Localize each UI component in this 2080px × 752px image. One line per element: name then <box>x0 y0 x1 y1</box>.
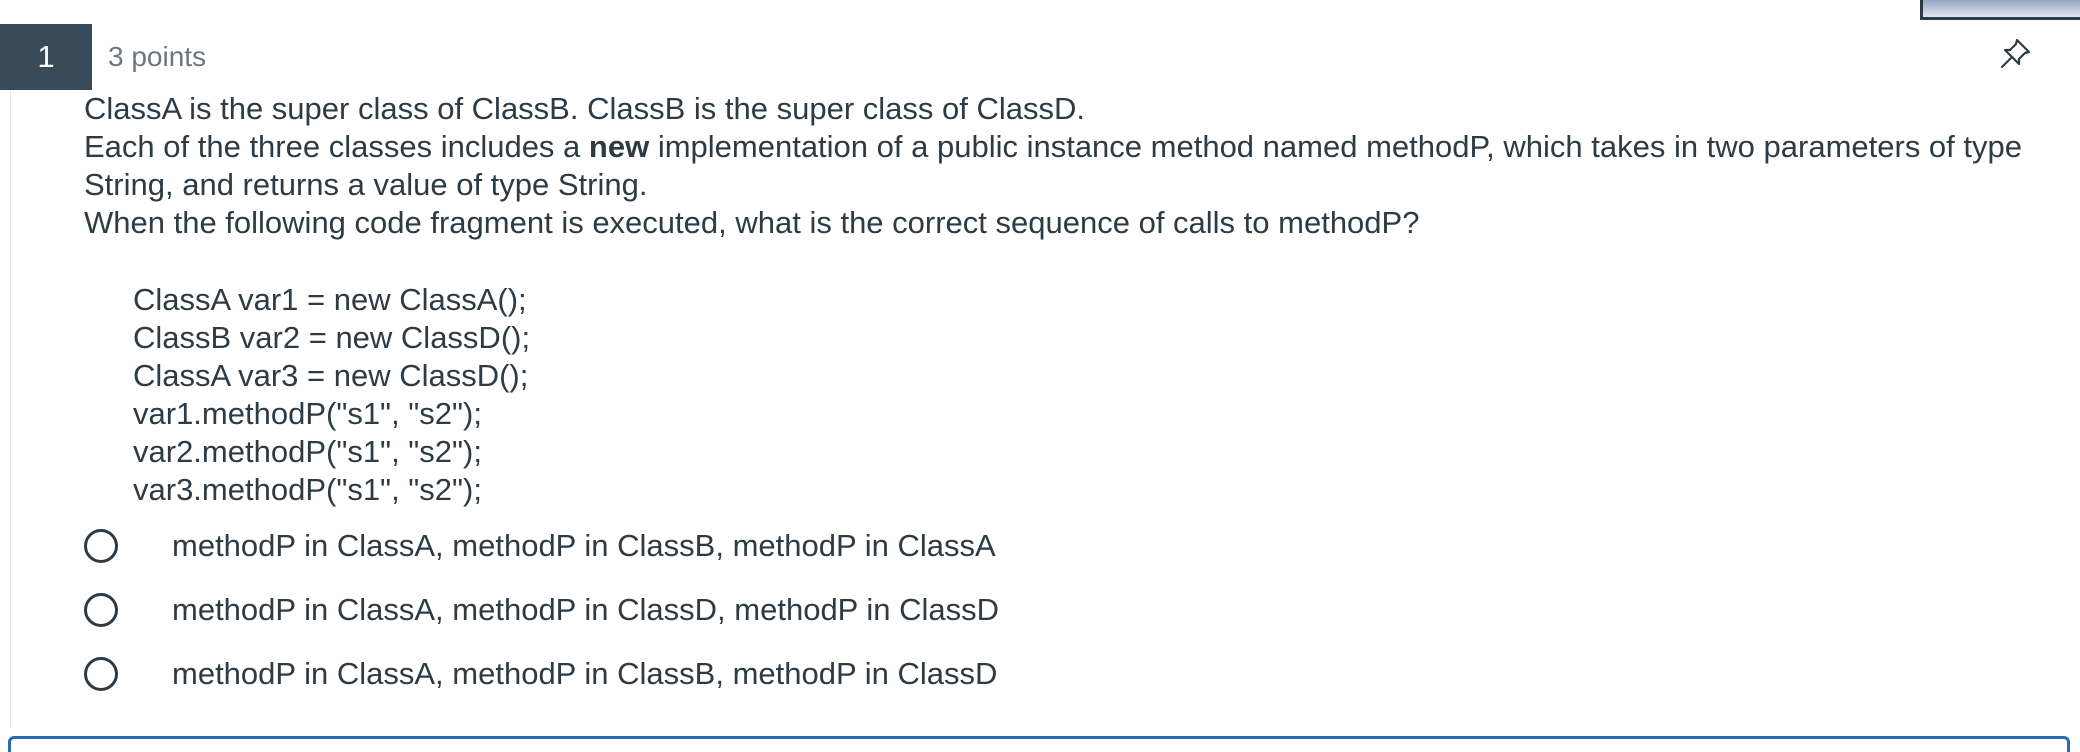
answer-label[interactable]: methodP in ClassA, methodP in ClassB, me… <box>172 528 996 563</box>
question-number-badge: 1 <box>0 24 92 90</box>
radio-button[interactable] <box>84 593 118 627</box>
code-fragment: ClassA var1 = new ClassA(); ClassB var2 … <box>133 281 530 509</box>
answer-option-2[interactable]: methodP in ClassA, methodP in ClassD, me… <box>84 578 1984 642</box>
next-question-card <box>8 736 2070 752</box>
answer-label[interactable]: methodP in ClassA, methodP in ClassD, me… <box>172 592 1000 627</box>
code-line: ClassA var3 = new ClassD(); <box>133 358 529 393</box>
pin-icon-svg <box>2000 38 2031 69</box>
code-line: ClassB var2 = new ClassD(); <box>133 320 531 355</box>
code-line: ClassA var1 = new ClassA(); <box>133 282 527 317</box>
question-line-2-start: Each of the three classes includes a <box>84 129 589 164</box>
code-line: var2.methodP("s1", "s2"); <box>133 434 482 469</box>
question-line-3: When the following code fragment is exec… <box>84 205 1420 240</box>
radio-button[interactable] <box>84 529 118 563</box>
question-points: 3 points <box>108 41 207 72</box>
question-bold-word: new <box>588 129 650 164</box>
answer-label[interactable]: methodP in ClassA, methodP in ClassB, me… <box>172 656 998 691</box>
answer-option-3[interactable]: methodP in ClassA, methodP in ClassB, me… <box>84 642 1984 706</box>
radio-button[interactable] <box>84 657 118 691</box>
question-number: 1 <box>37 39 55 74</box>
code-line: var3.methodP("s1", "s2"); <box>133 472 482 507</box>
question-line-1: ClassA is the super class of ClassB. Cla… <box>84 91 1085 126</box>
answer-option-1[interactable]: methodP in ClassA, methodP in ClassB, me… <box>84 514 1984 578</box>
answer-options: methodP in ClassA, methodP in ClassB, me… <box>84 514 1984 706</box>
question-line-2-end: implementation of a public instance meth… <box>84 129 2022 202</box>
question-left-border <box>10 88 11 728</box>
thumbnail-image[interactable] <box>1920 0 2080 20</box>
pin-icon[interactable] <box>1995 34 2035 74</box>
question-line-2: Each of the three classes includes a new… <box>84 128 2044 204</box>
code-line: var1.methodP("s1", "s2"); <box>133 396 482 431</box>
question-text: ClassA is the super class of ClassB. Cla… <box>84 90 2044 242</box>
